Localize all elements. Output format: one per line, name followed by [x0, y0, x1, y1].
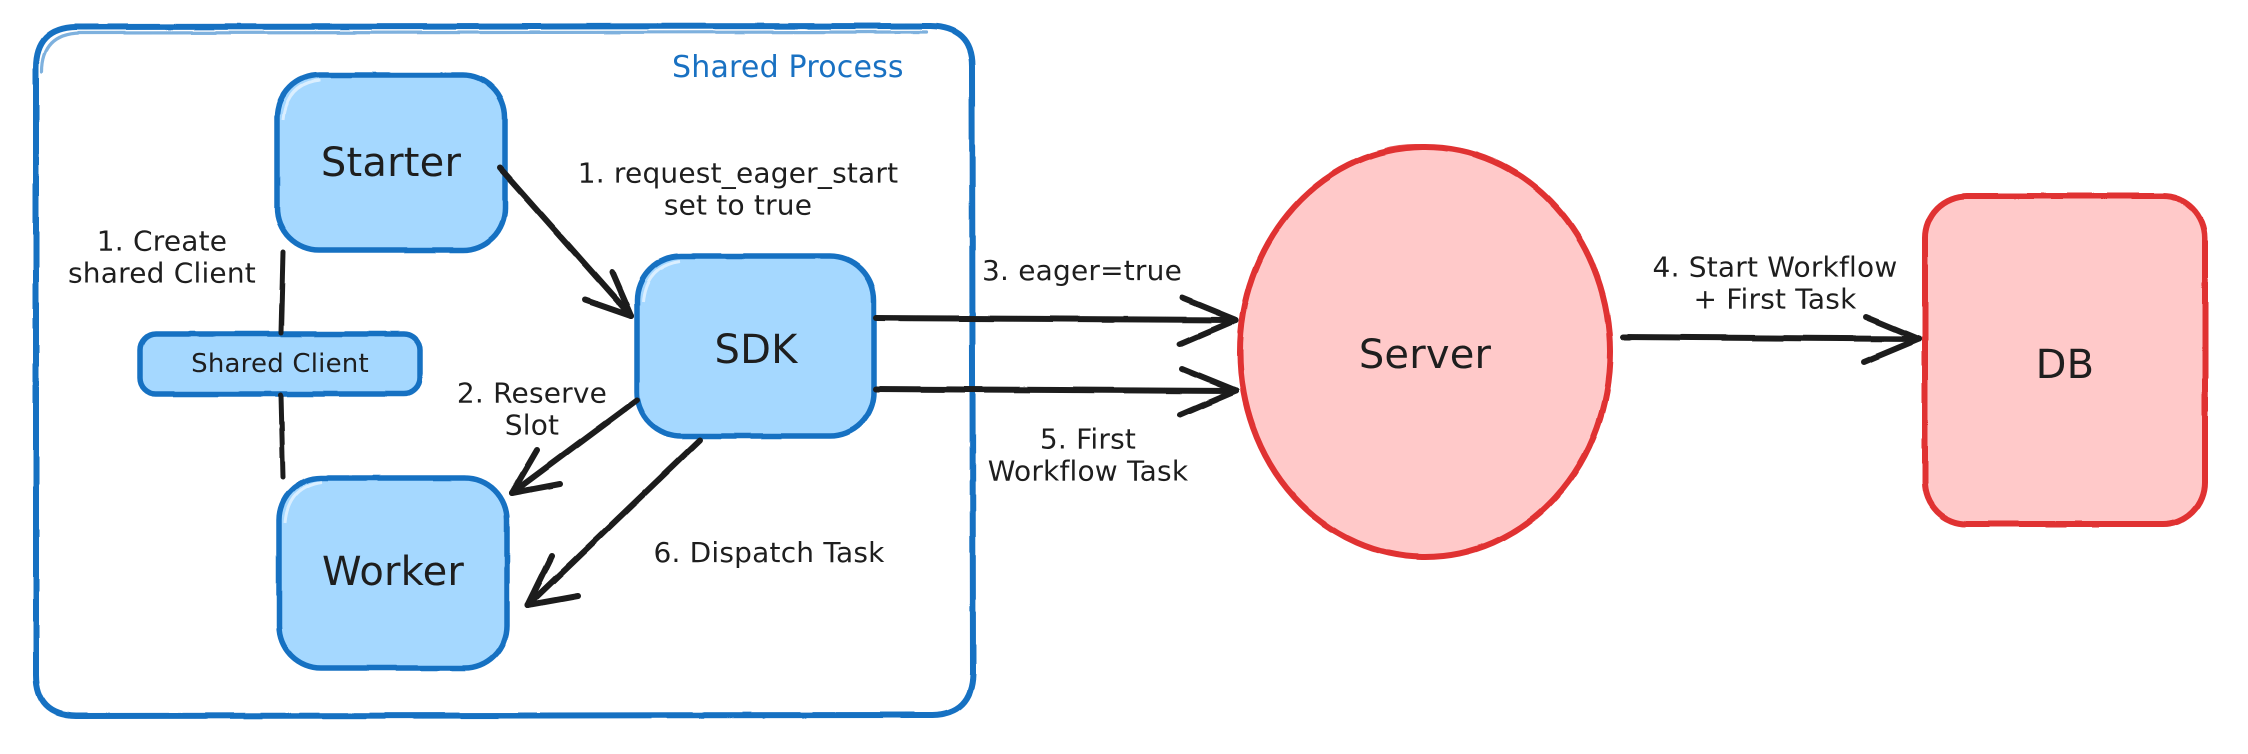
worker-node-label[interactable]: Worker — [321, 548, 465, 595]
arrow-sdk-to-worker-reserve-slot — [509, 397, 640, 496]
db-node-shape — [1922, 193, 2208, 527]
server-node-shape — [1237, 144, 1613, 560]
shared-process-container — [33, 23, 976, 719]
server-node-label[interactable]: Server — [1358, 331, 1492, 378]
edge-label-first-workflow-task: 5. First Workflow Task — [987, 422, 1189, 488]
sdk-node-shape — [634, 253, 877, 439]
edge-label-start-workflow: 4. Start Workflow + First Task — [1652, 250, 1898, 316]
arrow-sdk-to-worker-dispatch-task — [525, 437, 703, 608]
connector-starter-shared-client — [278, 249, 286, 336]
db-node-label[interactable]: DB — [2035, 341, 2095, 388]
edge-label-dispatch-task: 6. Dispatch Task — [653, 535, 885, 569]
connector-shared-client-worker — [278, 392, 286, 480]
shared-process-label: Shared Process — [672, 50, 904, 85]
arrow-starter-to-sdk — [497, 165, 634, 319]
arrow-sdk-to-server-eager — [873, 295, 1239, 347]
starter-node-label[interactable]: Starter — [320, 139, 462, 186]
edge-label-reserve-slot: 2. Reserve Slot — [456, 376, 608, 442]
edge-label-eager-true: 3. eager=true — [981, 253, 1183, 287]
sdk-node-label[interactable]: SDK — [714, 326, 798, 373]
worker-node-shape — [276, 475, 510, 671]
arrow-server-to-db — [1620, 314, 1922, 365]
edge-label-create-shared-client: 1. Create shared Client — [68, 224, 256, 290]
starter-node-shape — [274, 72, 508, 253]
edge-label-request-eager-start: 1. request_eager_start set to true — [577, 156, 899, 222]
shared-client-node-label[interactable]: Shared Client — [191, 348, 369, 379]
arrow-sdk-to-server-first-task — [873, 366, 1239, 418]
